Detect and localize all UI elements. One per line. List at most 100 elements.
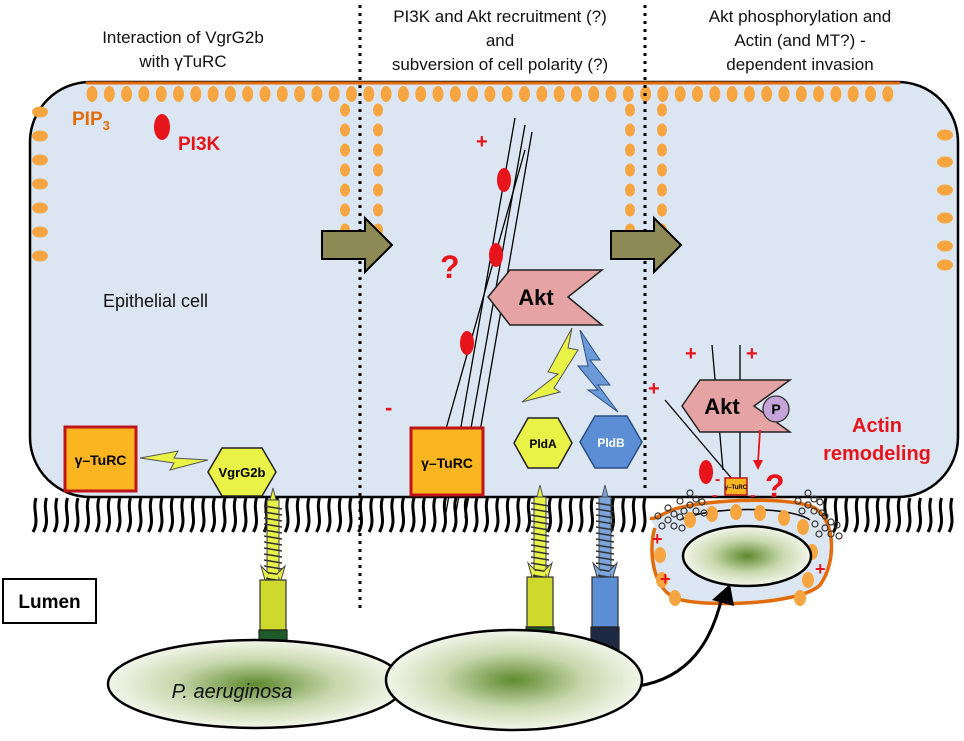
- vgrg2b-hexagon-1: VgrG2b: [207, 447, 277, 497]
- invagination: + + +: [649, 489, 843, 606]
- pip3-dot: [207, 86, 219, 102]
- microvillus: [853, 497, 859, 533]
- pip3-dot: [761, 86, 773, 102]
- microvillus: [126, 497, 132, 533]
- microvillus: [895, 497, 901, 533]
- microvillus: [357, 497, 363, 533]
- pip3-dot: [654, 547, 666, 563]
- header-step1-line1: Interaction of VgrG2b: [102, 28, 264, 47]
- akt-shape-3: Akt: [681, 379, 793, 433]
- pip3-dot: [432, 86, 444, 102]
- pip3-dot: [32, 154, 48, 166]
- gturc-label-2: γ–TuRC: [421, 455, 473, 471]
- microvillus: [178, 497, 185, 533]
- microvillus: [588, 497, 594, 533]
- pip3-dot: [340, 143, 350, 157]
- microvillus: [640, 497, 647, 533]
- t6ss-spike-ridge: [530, 550, 550, 555]
- actin-bead: [692, 507, 700, 515]
- t6ss-spike-ridge: [595, 514, 615, 519]
- actin-bead: [810, 495, 818, 503]
- microvillus: [947, 497, 954, 533]
- actin-bead: [676, 513, 684, 521]
- actin-bead: [816, 498, 824, 506]
- microvillus: [420, 497, 426, 533]
- microvillus: [567, 497, 573, 533]
- pip3-dot: [937, 129, 953, 141]
- t6ss-spike-ridge: [595, 526, 615, 531]
- header-step3-line3: dependent invasion: [726, 55, 873, 74]
- mt-plus-end: +: [476, 131, 488, 153]
- actin-bead: [804, 501, 812, 509]
- microvillus: [94, 497, 101, 533]
- pip3-dot: [397, 86, 409, 102]
- pip3-dot: [726, 86, 738, 102]
- pip3-dot: [276, 86, 288, 102]
- pip3-dot: [32, 106, 48, 118]
- actin-bead: [827, 530, 835, 538]
- gturc-label-1: γ–TuRC: [75, 452, 127, 468]
- actin-bead: [686, 489, 694, 497]
- plda-label: PldA: [529, 437, 557, 451]
- lightning-bolt-pldb: [576, 329, 619, 413]
- pip3-dot: [155, 86, 167, 102]
- pip3-dot: [242, 86, 254, 102]
- pip3-dot: [32, 178, 48, 190]
- t6ss-spike-ridge: [595, 508, 615, 513]
- phospho-label: P: [771, 401, 780, 417]
- pip3-dot: [937, 184, 953, 196]
- microvillus: [115, 497, 122, 533]
- pip3-dot: [86, 86, 98, 102]
- gturc-box-1: γ–TuRC: [63, 425, 138, 493]
- microvilli: [31, 497, 954, 533]
- t6ss-prong: [259, 564, 270, 581]
- t6ss-sheath: [259, 579, 287, 631]
- pip3-dot: [173, 86, 184, 102]
- pip3-dot: [778, 510, 790, 526]
- microvillus: [916, 497, 922, 533]
- microvillus: [556, 497, 563, 533]
- t6ss-spike-ridge: [263, 541, 283, 546]
- t6ss-spike-ridge: [530, 538, 550, 543]
- pip3-dot: [605, 86, 617, 102]
- inv-plus-3: +: [815, 559, 826, 579]
- pip3-dot: [346, 86, 357, 102]
- microvillus: [493, 497, 500, 533]
- lumen-label: Lumen: [18, 592, 80, 613]
- t6ss-spike-ridge: [263, 535, 283, 540]
- pi3k-on-mt-2: [489, 243, 503, 267]
- akt-shape-2: Akt: [487, 269, 605, 326]
- pip3-dot: [692, 86, 703, 102]
- actin-bead: [815, 530, 823, 538]
- pi3k-oval-legend: [154, 114, 170, 140]
- actin-bead: [833, 521, 841, 529]
- actin-bead: [810, 507, 818, 515]
- t6ss-spike-ridge: [263, 511, 283, 516]
- microvillus: [147, 497, 153, 533]
- mt3-plus-2: +: [746, 343, 758, 365]
- minus-3c: -: [750, 487, 755, 504]
- t6ss-spike-ridge: [595, 520, 615, 525]
- microvillus: [514, 497, 521, 533]
- pip3-dot: [657, 183, 667, 197]
- pip3-dot: [622, 86, 634, 102]
- microvillus: [346, 497, 353, 533]
- microvillus: [874, 497, 880, 533]
- pip3-dot: [224, 86, 236, 102]
- pip3-dot: [937, 240, 953, 252]
- microvillus: [367, 497, 374, 533]
- pip3-main: PIP: [72, 109, 103, 130]
- actin-bead: [700, 509, 708, 517]
- microvillus: [283, 497, 290, 533]
- pip3-dot: [813, 86, 825, 102]
- pip3-dot: [32, 250, 48, 262]
- pip3-dot: [340, 103, 350, 117]
- microvillus: [336, 497, 342, 533]
- pip3-dot: [536, 86, 548, 102]
- pip3-dot: [657, 123, 667, 137]
- microvillus: [937, 497, 943, 533]
- microvillus: [294, 497, 300, 533]
- actin-bead: [664, 504, 672, 512]
- actin-bead: [827, 518, 835, 526]
- header-step2-line1: PI3K and Akt recruitment (?): [393, 7, 607, 26]
